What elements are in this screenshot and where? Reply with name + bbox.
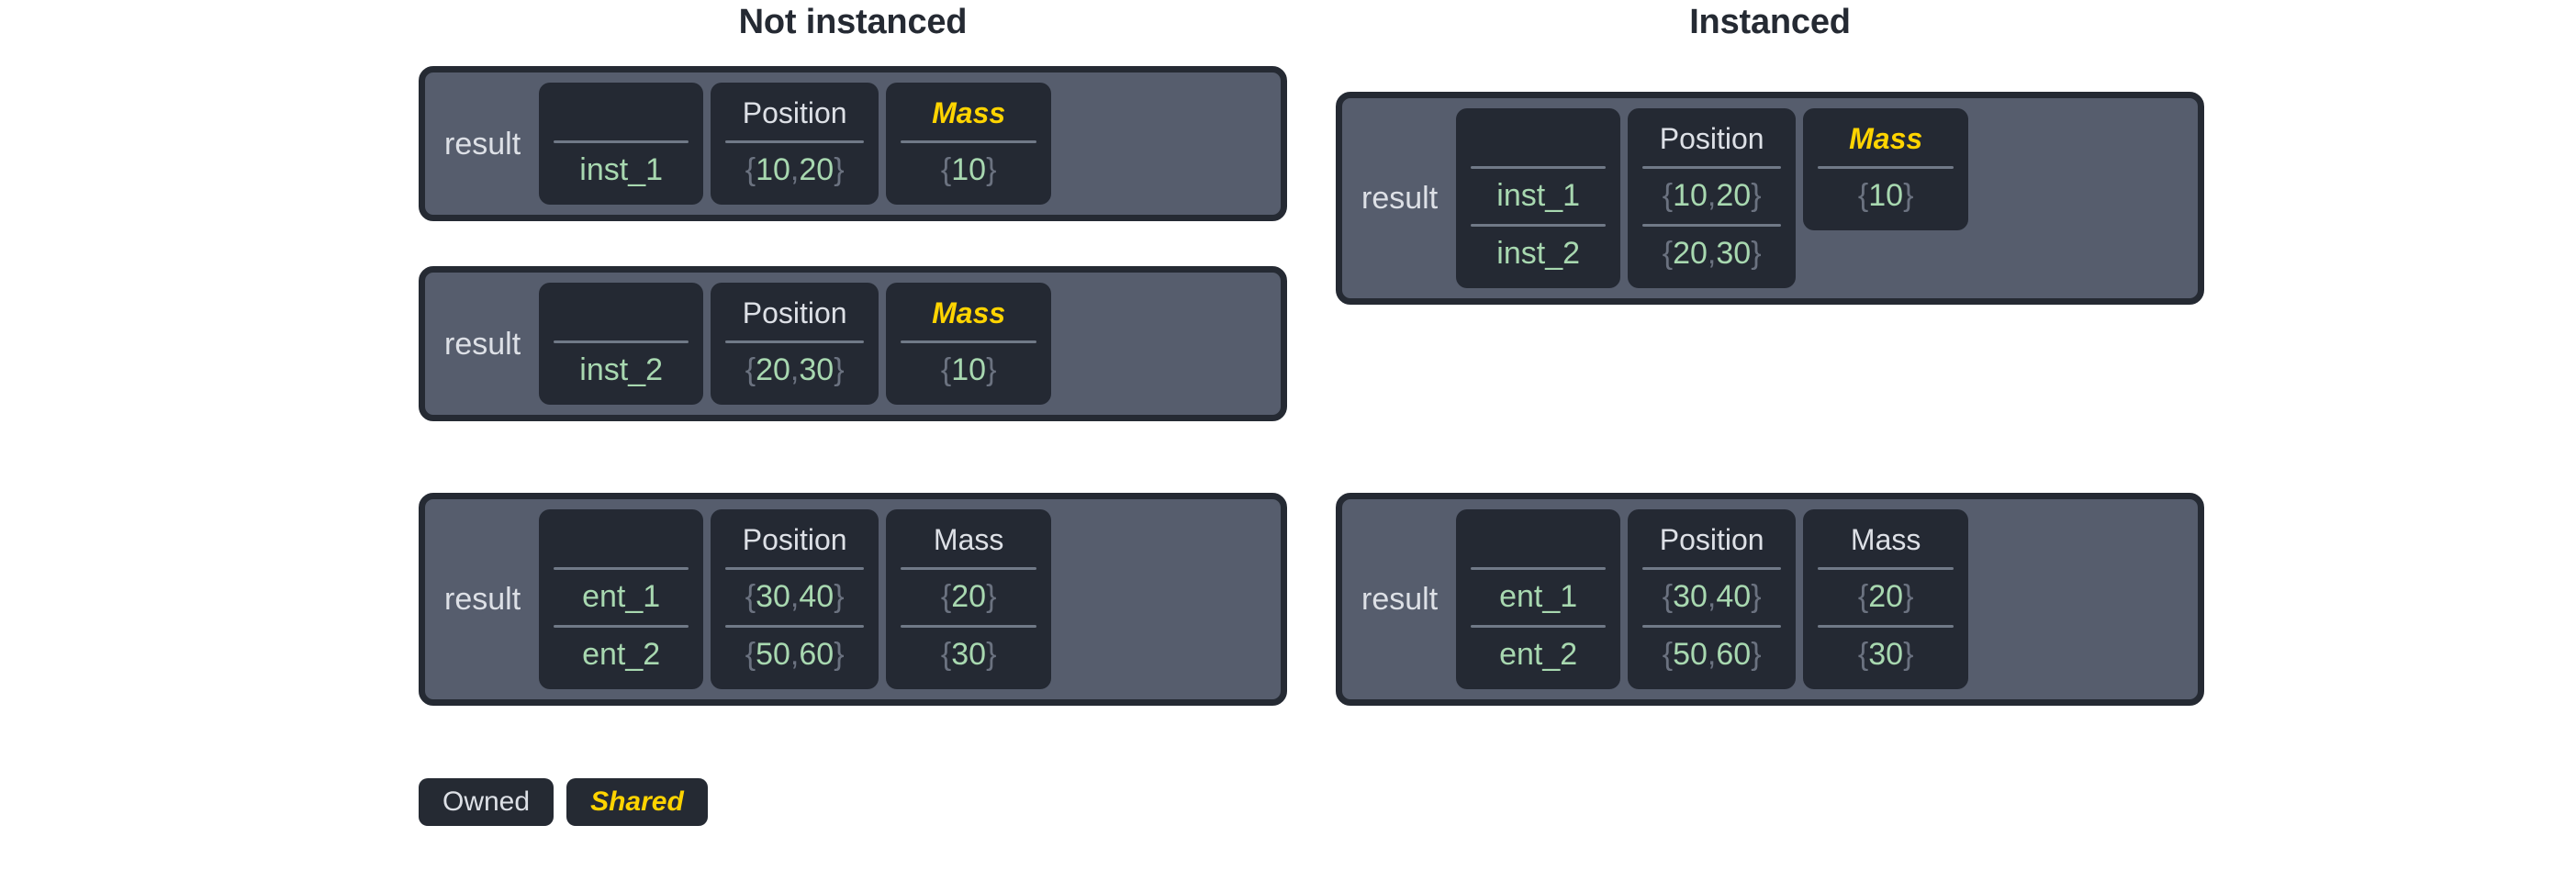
field-separator — [1642, 166, 1782, 169]
field-separator — [725, 340, 865, 343]
field-header: Mass — [1849, 122, 1923, 155]
field-header — [1469, 515, 1607, 564]
field-header: Position — [1659, 523, 1764, 556]
card-label: result — [444, 326, 521, 362]
field-separator — [554, 140, 689, 143]
field-header: Mass — [933, 523, 1004, 556]
field-header: Mass — [932, 296, 1006, 329]
legend-chip-shared: Shared — [566, 778, 708, 826]
field-header: Position — [742, 523, 847, 556]
field-header: Position — [1659, 122, 1764, 155]
field-separator — [554, 625, 689, 628]
field-header: Position — [742, 296, 847, 329]
field-separator — [1642, 567, 1782, 570]
column-title: Instanced — [1689, 3, 1851, 41]
field-separator — [725, 625, 865, 628]
field-separator — [901, 625, 1037, 628]
field-header — [552, 515, 690, 564]
field-header — [1469, 114, 1607, 163]
column-title: Not instanced — [738, 3, 968, 41]
card-label: result — [1361, 582, 1439, 617]
legend-chip-owned: Owned — [419, 778, 554, 826]
field-header — [552, 88, 690, 138]
field-separator — [901, 567, 1037, 570]
field-header: Mass — [932, 96, 1006, 129]
field-separator — [725, 140, 865, 143]
card-label: result — [444, 126, 521, 162]
field-separator — [901, 340, 1037, 343]
field-separator — [1471, 625, 1607, 628]
field-separator — [1642, 625, 1782, 628]
field-header: Position — [742, 96, 847, 129]
card-label: result — [1361, 181, 1439, 216]
field-separator — [1471, 224, 1607, 227]
field-separator — [1818, 625, 1954, 628]
field-separator — [901, 140, 1037, 143]
field-separator — [1471, 567, 1607, 570]
card-label: result — [444, 582, 521, 617]
field-separator — [1818, 166, 1954, 169]
field-header: Mass — [1850, 523, 1921, 556]
field-separator — [554, 567, 689, 570]
field-separator — [554, 340, 689, 343]
field-separator — [1642, 224, 1782, 227]
field-header — [552, 288, 690, 338]
field-separator — [725, 567, 865, 570]
field-separator — [1471, 166, 1607, 169]
field-separator — [1818, 567, 1954, 570]
